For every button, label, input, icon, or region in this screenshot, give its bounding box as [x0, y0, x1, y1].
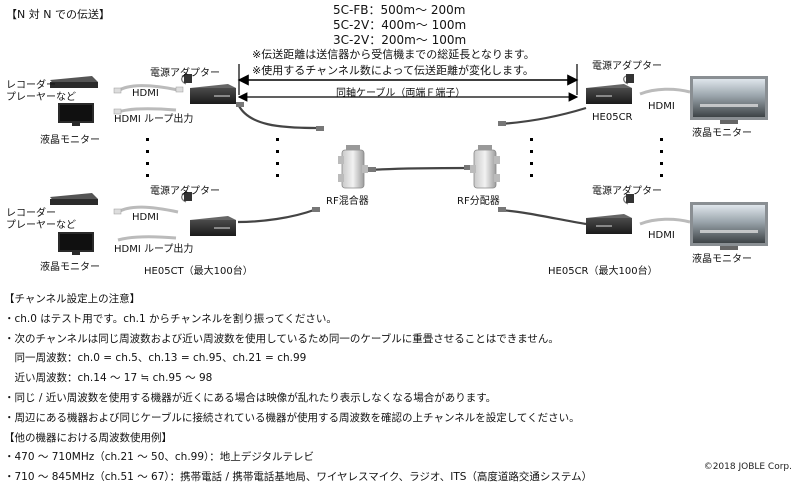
- cable-label: 同軸ケーブル（両端Ｆ端子）: [336, 88, 466, 99]
- rf-splitter-icon: [470, 145, 500, 189]
- notes-heading-channel: 【チャンネル設定上の注意】: [4, 293, 141, 305]
- monitor-label-left-top: 液晶モニター: [40, 135, 100, 146]
- left-caption: HE05CT（最大100台）: [144, 266, 253, 277]
- he05cr-label-top: HE05CR: [592, 112, 633, 123]
- recorder-label-bottom-2: プレーヤーなど: [6, 220, 76, 231]
- notes-block: 【チャンネル設定上の注意】 ・ch.0 はテスト用です。ch.1 からチャンネル…: [4, 290, 794, 488]
- monitor-label-right-top: 液晶モニター: [692, 128, 752, 139]
- diagram-title: 【N 対 N での伝送】: [6, 8, 110, 21]
- hdmi-loop-cable-icon-top: [113, 107, 177, 115]
- continuation-dots: [146, 138, 663, 177]
- monitor-label-right-bottom: 液晶モニター: [692, 254, 752, 265]
- hdmi-label-left-top: HDMI: [132, 88, 159, 99]
- right-caption: HE05CR（最大100台）: [548, 266, 658, 277]
- loop-label-top: HDMI ループ出力: [114, 114, 194, 125]
- hdmi-cable-icon-top: [113, 84, 184, 94]
- power-adapter-icon-bottom: [181, 192, 192, 203]
- notes-heading-other: 【他の機器における周波数使用例】: [4, 431, 172, 444]
- spec-5c-fb: 5C-FB：500m～ 200m: [333, 3, 466, 17]
- tv-icon-right-bottom: [690, 202, 768, 250]
- rf-mixer-label: RF混合器: [326, 196, 369, 207]
- coax-cable-icon-top-right: [498, 106, 587, 126]
- note-item: ・710 ～ 845MHz（ch.51 ～ 67）：携帯電話 / 携帯電話基地局…: [4, 471, 593, 484]
- hdmi-loop-cable-icon-bottom: [117, 235, 177, 242]
- note-item: 近い周波数：ch.14 ～ 17 ≒ ch.95 ～ 98: [4, 372, 213, 385]
- power-label-right-bottom: 電源アダプター: [592, 186, 662, 197]
- he05ct-device-bottom: [190, 216, 236, 236]
- coax-cable-icon-bottom-left: [237, 207, 320, 224]
- power-label-left-top: 電源アダプター: [150, 68, 220, 79]
- power-label-right-top: 電源アダプター: [592, 61, 662, 72]
- monitor-icon-left-bottom: [58, 232, 94, 255]
- note-item: 同一周波数：ch.0 = ch.5、ch.13 = ch.95、ch.21 = …: [4, 352, 307, 365]
- tv-icon-right-top: [690, 76, 768, 124]
- spec-3c-2v: 3C-2V：200m～ 100m: [333, 33, 467, 47]
- spec-5c-2v: 5C-2V：400m～ 100m: [333, 18, 467, 32]
- span-note-1: ※伝送距離は送信器から受信機までの総延長となります。: [252, 48, 535, 61]
- hdmi-cable-icon-bottom: [113, 205, 179, 215]
- recorder-label-top-1: レコーダー: [6, 80, 56, 91]
- monitor-label-left-bottom: 液晶モニター: [40, 262, 100, 273]
- rf-mixer-icon: [338, 145, 368, 189]
- coax-cable-icon-top-left: [236, 102, 324, 131]
- hdmi-label-right-bottom: HDMI: [648, 230, 675, 241]
- recorder-label-bottom-1: レコーダー: [6, 208, 56, 219]
- he05cr-device-bottom: [586, 214, 632, 234]
- power-adapter-icon-right-top: [623, 74, 634, 85]
- recorder-icon-top: [50, 76, 98, 88]
- hdmi-cable-icon-right-top: [639, 87, 691, 96]
- hdmi-label-left-bottom: HDMI: [132, 212, 159, 223]
- rf-splitter-label: RF分配器: [457, 196, 500, 207]
- hdmi-label-right-top: HDMI: [648, 101, 675, 112]
- coax-cable-icon-bottom-right: [498, 207, 587, 226]
- recorder-label-top-2: プレーヤーなど: [6, 92, 76, 103]
- note-item: ・次のチャンネルは同じ周波数および近い周波数を使用しているため同一のケーブルに重…: [4, 332, 559, 345]
- power-adapter-icon-top: [181, 74, 192, 85]
- recorder-icon-bottom: [50, 193, 98, 205]
- power-adapter-icon-right-bottom: [623, 194, 634, 205]
- diagram-canvas: [50, 64, 768, 255]
- note-item: ・470 ～ 710MHz（ch.21 ～ 50、ch.99）：地上デジタルテレ…: [4, 451, 315, 464]
- he05ct-device-top: [190, 84, 236, 104]
- coax-link-cable: [368, 165, 472, 172]
- hdmi-cable-icon-right-bottom: [639, 217, 691, 226]
- monitor-icon-left-top: [58, 103, 94, 126]
- loop-label-bottom: HDMI ループ出力: [114, 244, 194, 255]
- note-item: ・ch.0 はテスト用です。ch.1 からチャンネルを割り振ってください。: [4, 312, 337, 325]
- power-label-left-bottom: 電源アダプター: [150, 186, 220, 197]
- he05cr-device-top: [586, 84, 632, 104]
- note-item: ・周辺にある機器および同じケーブルに接続されている機器が使用する周波数を確認の上…: [4, 411, 580, 424]
- note-item: ・同じ / 近い周波数を使用する機器が近くにある場合は映像が乱れたり表示しなくな…: [4, 391, 497, 404]
- span-note-2: ※使用するチャンネル数によって伝送距離が変化します。: [252, 64, 534, 77]
- copyright: ©2018 JOBLE Corp.: [703, 462, 792, 472]
